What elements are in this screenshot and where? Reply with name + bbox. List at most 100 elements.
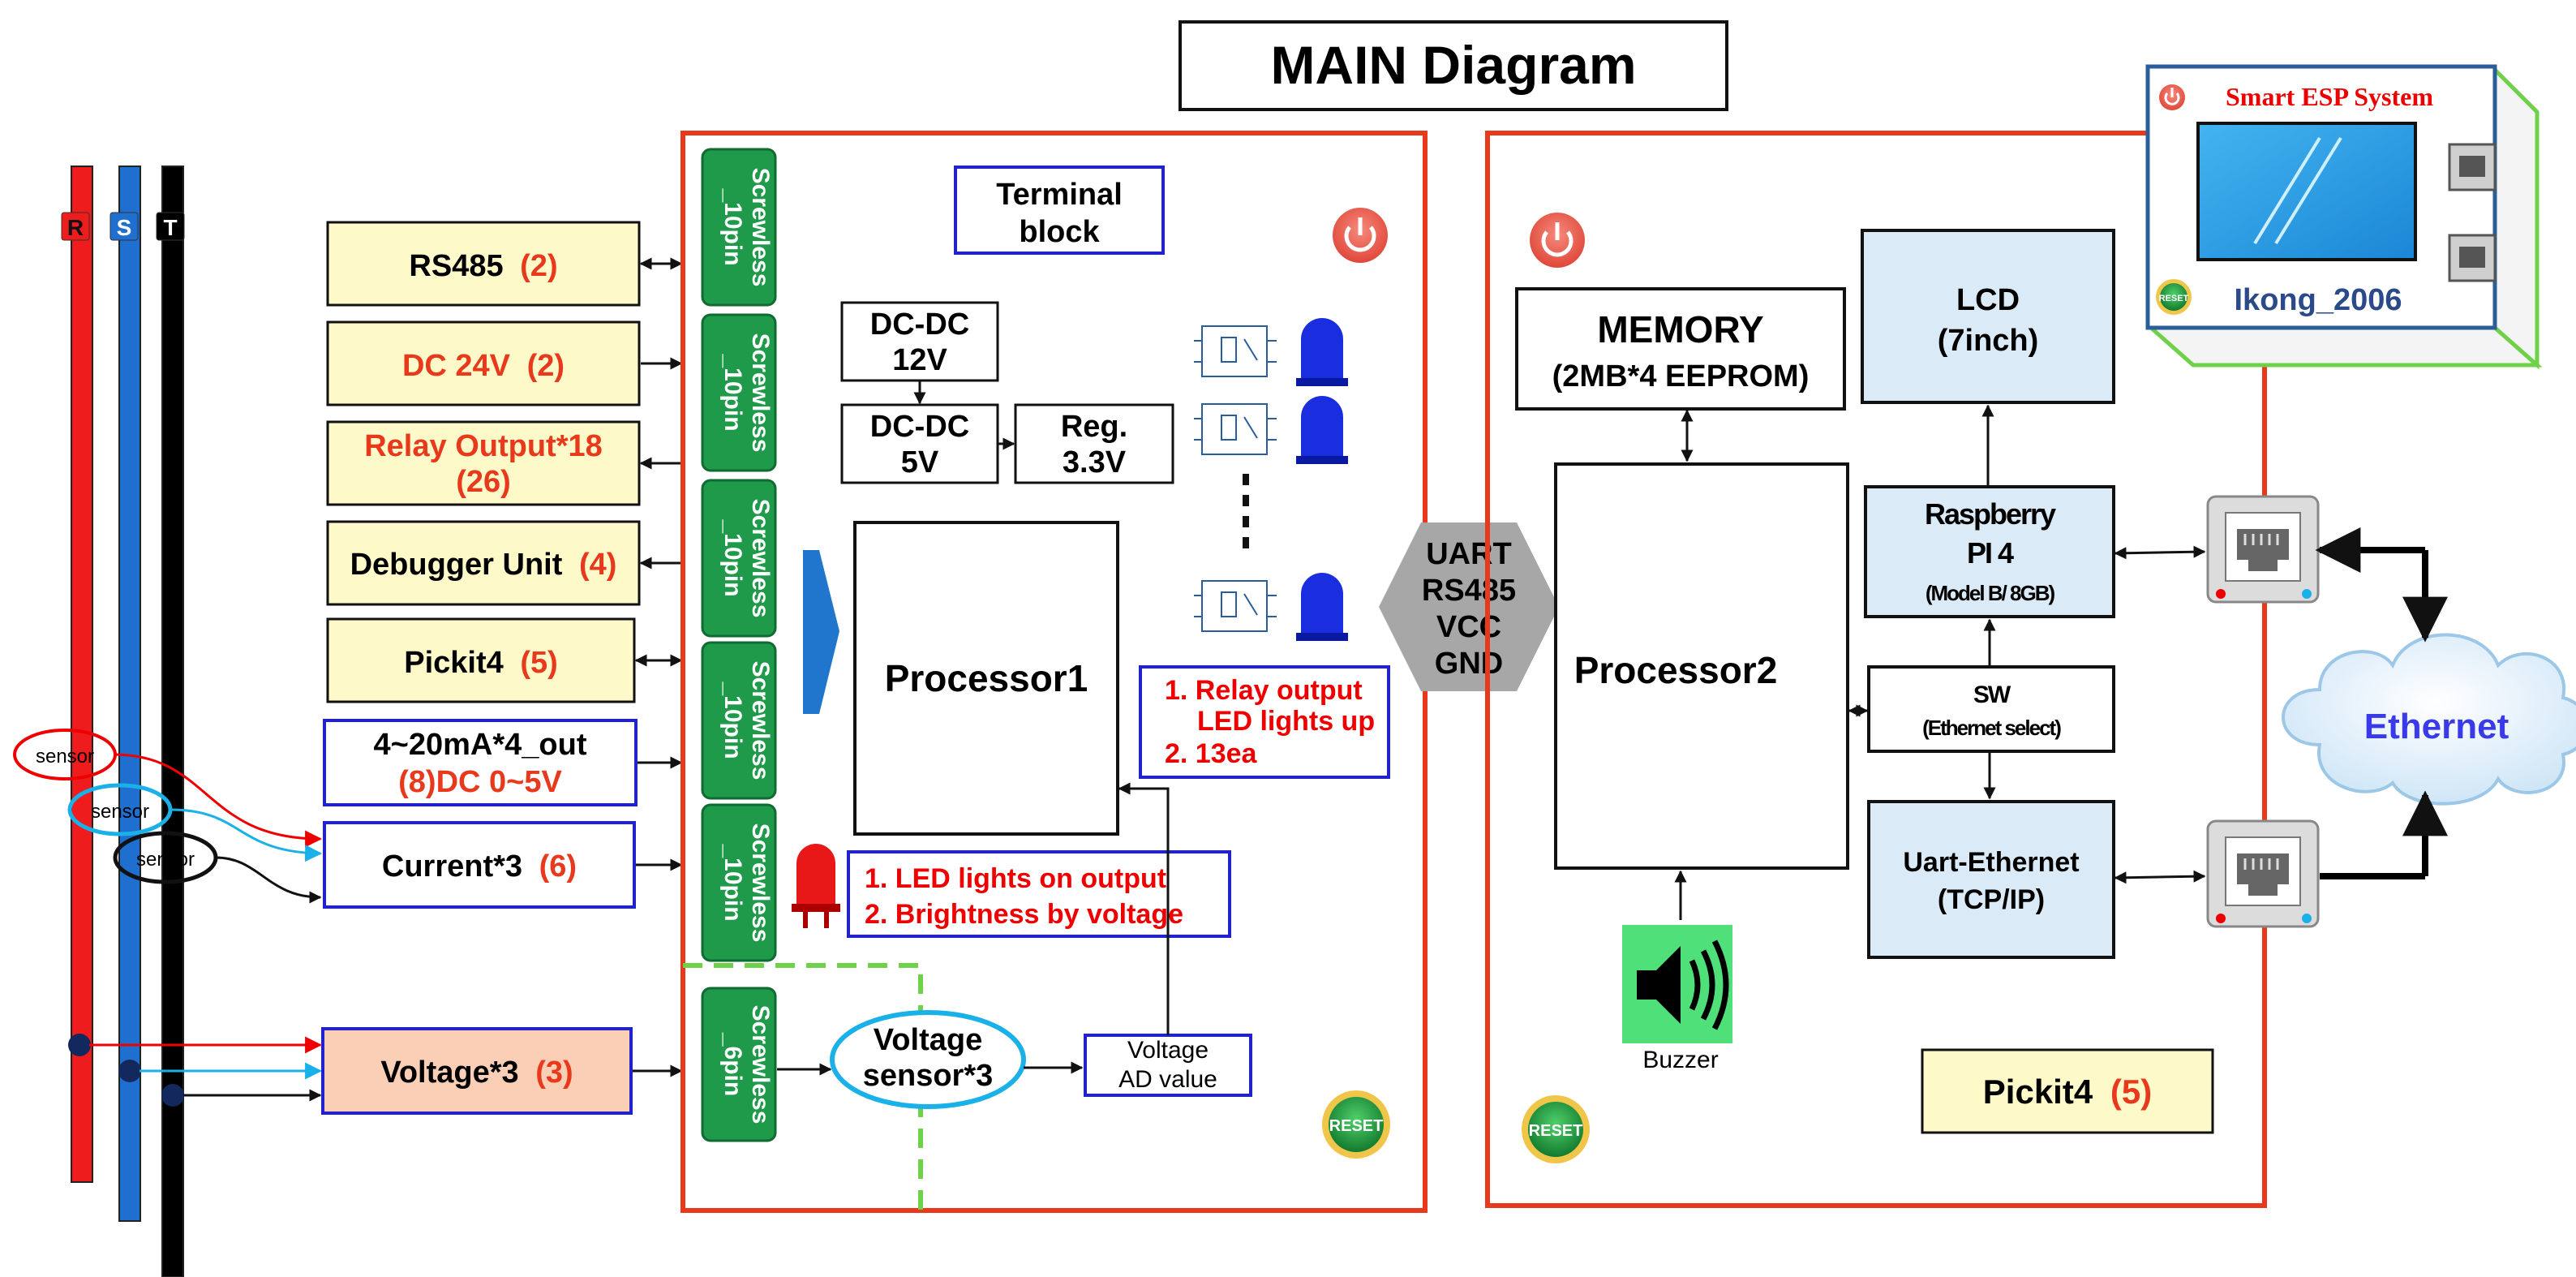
screwless-1 (701, 148, 777, 307)
input-4-20ma-label: 4~20mA*4_out (374, 728, 587, 762)
bus-input-arrow (803, 550, 839, 714)
input-column: RS485 (2) DC 24V (2) Relay Output*18 (26… (321, 221, 641, 1115)
bus-t (161, 166, 184, 1277)
interface-l2: RS485 (1422, 574, 1516, 608)
voltage-sensor (830, 1010, 1026, 1109)
reset-button-board2[interactable]: RESET (1522, 1095, 1590, 1163)
rj45-port-bottom (2206, 819, 2320, 928)
voltage-zone-dashed (683, 963, 923, 1210)
voltage-taps (68, 1034, 323, 1107)
memory-l2: (2MB*4 EEPROM) (1552, 359, 1810, 393)
input-debugger-label: Debugger Unit (350, 548, 563, 582)
sensor-r-label: sensor (36, 746, 94, 767)
relay-array (1194, 318, 1348, 641)
sensor-r-wire (113, 753, 323, 848)
sw-block (1867, 665, 2115, 753)
device-reset-label: RESET (2159, 294, 2189, 303)
svg-text:RS485 (2): RS485 (2) (409, 249, 557, 283)
input-rs485 (326, 221, 641, 307)
voltage-ad (1084, 1034, 1252, 1097)
dcdc-12v-l2: 12V (892, 343, 947, 377)
uart-eth-l2: (TCP/IP) (1938, 884, 2045, 915)
sensor-t-label: sensor (136, 849, 195, 871)
device-port-2 (2448, 234, 2497, 282)
power-icon-board2 (1530, 213, 1585, 268)
svg-text:Debugger Unit (4): Debugger Unit (4) (350, 548, 617, 582)
relay-note-l3: 2. 13ea (1165, 738, 1258, 769)
speaker-body (1637, 946, 1681, 1024)
sensor-s-wire (170, 808, 323, 862)
device-reset-button[interactable]: RESET (2156, 279, 2192, 315)
svg-text:Pickit4 (5): Pickit4 (5) (1983, 1073, 2152, 1111)
svg-text:Current*3 (6): Current*3 (6) (382, 849, 577, 884)
interface-l4: GND (1435, 647, 1503, 681)
reset-button-board1[interactable]: RESET (1322, 1090, 1390, 1159)
screwless-3-l1: Screwless (747, 499, 774, 618)
input-relay-output-label: Relay Output*18 (364, 429, 603, 463)
device-model: Ikong_2006 (2235, 283, 2402, 317)
reg-3v3 (1014, 403, 1174, 484)
screwless-4-l2: _10pin (719, 681, 746, 759)
processor2 (1554, 462, 1849, 870)
lcd-block (1861, 229, 2115, 404)
smart-esp-device: Smart ESP System RESET Ikong_2006 (2145, 64, 2543, 370)
memory-l1: MEMORY (1597, 308, 1763, 350)
input-pickit4 (326, 617, 636, 703)
uart-eth-rj45-link (2114, 870, 2206, 884)
input-voltage (321, 1027, 633, 1115)
relay-ellipsis (1243, 474, 1249, 548)
terminal-block (954, 166, 1165, 255)
bus-t-tag (156, 212, 185, 241)
bus-r-label: R (67, 215, 84, 240)
input-connections (633, 257, 683, 1077)
tap-t (161, 1084, 184, 1107)
dcdc-5v-l2: 5V (901, 445, 939, 479)
ethernet-label: Ethernet (2364, 707, 2509, 746)
bus-r-tag (61, 212, 90, 241)
screwless-5-l2: _10pin (719, 843, 746, 921)
memory-block (1515, 287, 1846, 411)
pickit4-board2-label: Pickit4 (1983, 1073, 2093, 1111)
svg-text:Pickit4 (5): Pickit4 (5) (404, 646, 558, 680)
rj45-port-top (2206, 495, 2320, 604)
input-dc24v (326, 320, 641, 406)
relay-note-l1: 1. Relay output (1165, 675, 1363, 706)
screen-glare2 (2274, 136, 2342, 245)
dcdc-12v (840, 301, 999, 382)
relay-3 (1194, 580, 1277, 632)
screwless-4-l1: Screwless (747, 661, 774, 780)
screwless-2-l2: _10pin (719, 353, 746, 431)
screwless-3-l2: _10pin (719, 518, 746, 596)
tap-r (68, 1034, 91, 1056)
sensor-s-label: sensor (91, 801, 149, 823)
lcd-l2: (7inch) (1938, 324, 2039, 358)
blue-led-2 (1296, 396, 1348, 464)
voltage-ad-l1: Voltage (1127, 1037, 1209, 1064)
board2-outline (1485, 131, 2267, 1208)
screwless-2-l1: Screwless (747, 333, 774, 453)
relay-note (1139, 665, 1390, 779)
current-sensors: sensor sensor sensor (13, 729, 323, 904)
relay-note-l2: LED lights up (1197, 706, 1375, 737)
uart-ethernet-block (1867, 800, 2115, 959)
screwless-1-l2: _10pin (719, 187, 746, 265)
interface-l3: VCC (1436, 610, 1501, 644)
tap-s (118, 1060, 141, 1082)
processor1 (853, 521, 1119, 836)
screwless-2 (701, 313, 777, 472)
reg-3v3-l1: Reg. (1061, 410, 1127, 444)
reset-board2-label: RESET (1529, 1122, 1583, 1140)
power-icon (1333, 208, 1388, 263)
ad-to-processor1 (1118, 782, 1170, 1035)
terminal-block-l1: Terminal (996, 178, 1123, 212)
speaker-wave1 (1689, 959, 1701, 1011)
processor1-label: Processor1 (885, 657, 1088, 699)
input-relay-output (326, 420, 641, 506)
led-note (847, 850, 1231, 938)
input-dc24v-label: DC 24V (402, 349, 511, 383)
voltage-sensor-l2: sensor*3 (863, 1059, 994, 1093)
ethernet-cloud: Ethernet (2282, 633, 2576, 806)
uart-eth-l1: Uart-Ethernet (1903, 847, 2079, 878)
input-current-count: (6) (539, 849, 577, 884)
